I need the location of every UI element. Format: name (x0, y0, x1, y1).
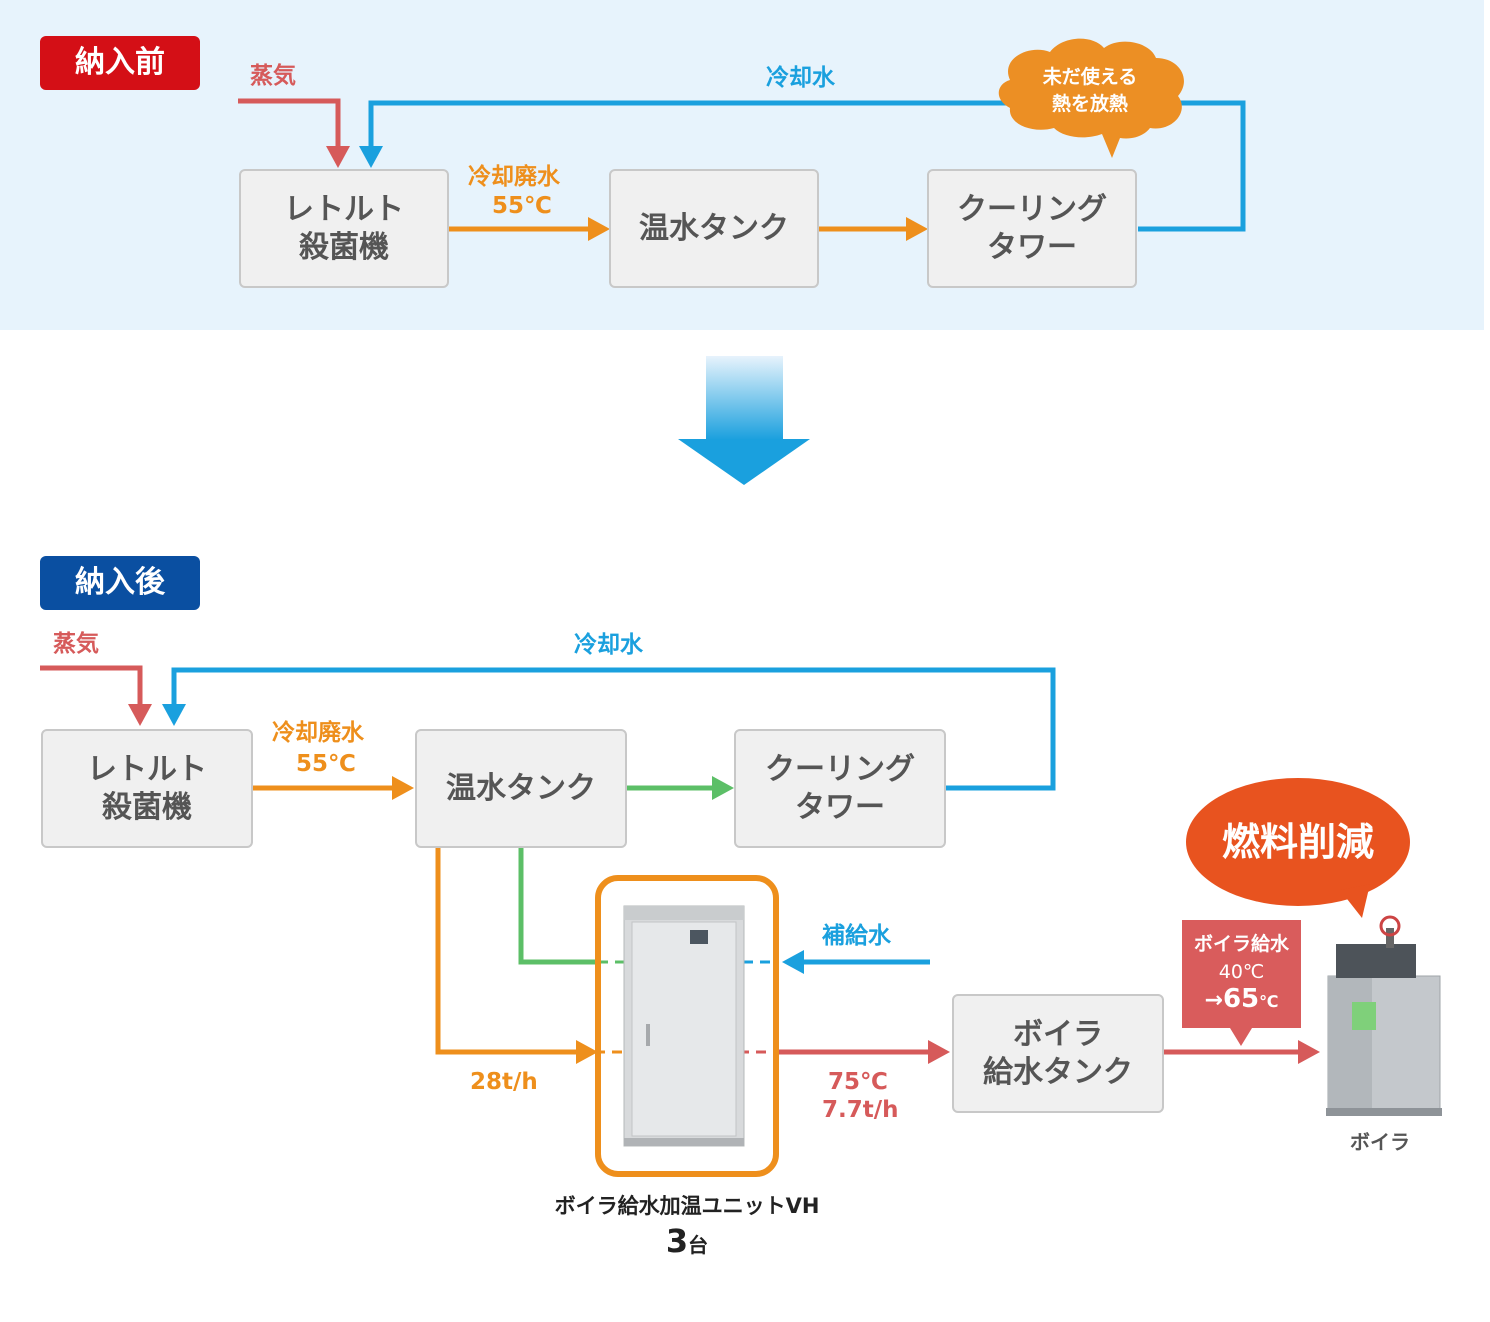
after-cooling-arrow (162, 667, 1056, 791)
before-badge: 納入前 (40, 36, 200, 90)
boiler-label: ボイラ (1350, 1130, 1410, 1154)
feed-note-to: →65℃ (1182, 984, 1301, 1017)
before-cooling-arrow (359, 100, 1246, 232)
after-steam-arrow (40, 665, 152, 726)
after-out-flow-label: 7.7t/h (822, 1097, 899, 1123)
after-hot-tank-box: 温水タンク (415, 729, 627, 848)
after-retort-box: レトルト 殺菌機 (41, 729, 253, 848)
before-heat-bubble (998, 38, 1184, 158)
before-waste-temp: 55℃ (492, 193, 552, 219)
after-cooling-label: 冷却水 (574, 632, 643, 658)
vh-unit-count-value: 3 (665, 1222, 689, 1260)
vh-unit-image (623, 905, 745, 1147)
vh-unit-count: 3台 (630, 1222, 744, 1260)
feed-note-to-value: 65 (1222, 984, 1260, 1014)
before-hot-tank-box: 温水タンク (609, 169, 819, 288)
after-waste-arrow (252, 776, 414, 800)
before-steam-arrow (238, 98, 350, 168)
transition-down-arrow (678, 356, 810, 485)
after-makeup-label: 補給水 (822, 923, 891, 949)
after-flow-in-label: 28t/h (470, 1069, 538, 1095)
after-badge: 納入後 (40, 556, 200, 610)
feed-note-unit: ℃ (1259, 992, 1279, 1011)
before-waste-arrow (448, 217, 610, 241)
fuel-bubble-text: 燃料削減 (1221, 820, 1374, 864)
feed-note-box (1182, 920, 1301, 1046)
before-tower-box: クーリング タワー (927, 169, 1137, 288)
before-bubble-text: 未だ使える 熱を放熱 (1042, 66, 1138, 115)
feed-note-from: 40℃ (1218, 961, 1265, 983)
after-feed-tank-box: ボイラ 給水タンク (952, 994, 1164, 1113)
fuel-reduction-bubble (1186, 778, 1410, 918)
boiler-image (1326, 915, 1442, 1116)
feed-note-title: ボイラ給水 (1193, 933, 1289, 955)
before-tank-tower-arrow (818, 217, 928, 241)
after-steam-label: 蒸気 (53, 631, 99, 657)
vh-unit-count-suffix: 台 (688, 1233, 709, 1257)
before-waste-label: 冷却廃水 (468, 164, 560, 190)
after-tank-tower-arrow (626, 776, 734, 800)
before-steam-label: 蒸気 (250, 63, 296, 89)
before-retort-box: レトルト 殺菌機 (239, 169, 449, 288)
vh-unit-name: ボイラ給水加温ユニットVH (554, 1194, 820, 1218)
after-waste-temp: 55℃ (296, 751, 356, 777)
feed-note-arrow: → (1204, 988, 1223, 1013)
vh-unit-frame (595, 875, 779, 1177)
after-waste-label: 冷却廃水 (272, 720, 364, 746)
before-cooling-label: 冷却水 (766, 65, 835, 91)
after-tower-box: クーリング タワー (734, 729, 946, 848)
after-feed-boiler-arrow (1163, 1040, 1320, 1064)
after-out-temp-label: 75℃ (828, 1069, 888, 1095)
